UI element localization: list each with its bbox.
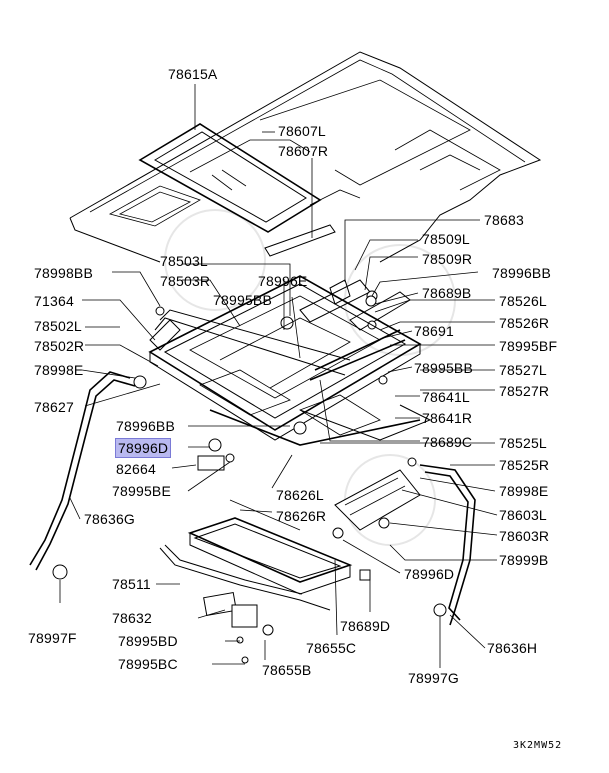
label-78641L: 78641L (422, 389, 470, 405)
hardware-parts (52, 295, 447, 617)
label-78998E-right: 78998E (499, 483, 549, 499)
label-78995BD: 78995BD (118, 633, 178, 649)
label-78627: 78627 (34, 399, 74, 415)
leader-lines (59, 84, 498, 668)
label-78632: 78632 (112, 610, 152, 626)
label-78526R: 78526R (499, 315, 550, 331)
label-78502L: 78502L (34, 318, 82, 334)
label-78995BC: 78995BC (118, 656, 178, 672)
label-78626L: 78626L (276, 487, 324, 503)
label-78511: 78511 (112, 576, 151, 592)
diagram-code: 3K2MW52 (513, 740, 563, 751)
label-78689C: 78689C (422, 434, 473, 450)
glass-panel (138, 123, 322, 233)
drain-hoses (29, 371, 476, 626)
label-78997F: 78997F (28, 630, 77, 646)
label-78996D: 78996D (404, 566, 455, 582)
label-78509R: 78509R (422, 251, 473, 267)
label-71364: 71364 (34, 293, 74, 309)
drive-bracket (334, 469, 421, 531)
label-78998BB: 78998BB (34, 265, 94, 281)
label-78996D-highlighted[interactable]: 78996D (114, 438, 172, 458)
label-78525L: 78525L (499, 435, 547, 451)
label-78509L: 78509L (422, 231, 470, 247)
label-78526L: 78526L (499, 293, 547, 309)
drive-cable (159, 544, 331, 611)
label-82664: 82664 (116, 461, 156, 477)
label-78525R: 78525R (499, 457, 550, 473)
label-78655C: 78655C (306, 640, 357, 656)
label-78999B: 78999B (499, 552, 549, 568)
label-78689B: 78689B (422, 285, 472, 301)
label-78995BB-top: 78995BB (213, 292, 273, 308)
label-78527L: 78527L (499, 362, 547, 378)
label-78527R: 78527R (499, 383, 550, 399)
label-78995BF: 78995BF (499, 338, 558, 354)
label-78655B: 78655B (262, 662, 312, 678)
label-78998E-left: 78998E (34, 362, 84, 378)
label-78603L: 78603L (499, 507, 547, 523)
label-78503R: 78503R (160, 273, 211, 289)
label-78996BB-top: 78996BB (492, 265, 552, 281)
label-78683: 78683 (484, 212, 524, 228)
label-78503L: 78503L (160, 253, 208, 269)
label-78641R: 78641R (422, 410, 473, 426)
label-78502R: 78502R (34, 338, 85, 354)
label-78996E: 78996E (258, 273, 308, 289)
label-78689D: 78689D (340, 618, 391, 634)
label-78636H: 78636H (487, 640, 538, 656)
label-78995BE: 78995BE (112, 483, 172, 499)
label-78607R: 78607R (278, 143, 329, 159)
label-78603R: 78603R (499, 528, 550, 544)
label-78995BB-right: 78995BB (414, 360, 474, 376)
label-78615A: 78615A (168, 66, 218, 82)
label-78691: 78691 (414, 323, 454, 339)
sunroof-frame (148, 275, 432, 446)
label-78607L: 78607L (278, 123, 326, 139)
label-78997G: 78997G (408, 670, 460, 686)
label-78626R: 78626R (276, 508, 327, 524)
label-78636G: 78636G (84, 511, 136, 527)
motor-assembly (203, 591, 274, 664)
label-78996BB-mid: 78996BB (116, 418, 176, 434)
